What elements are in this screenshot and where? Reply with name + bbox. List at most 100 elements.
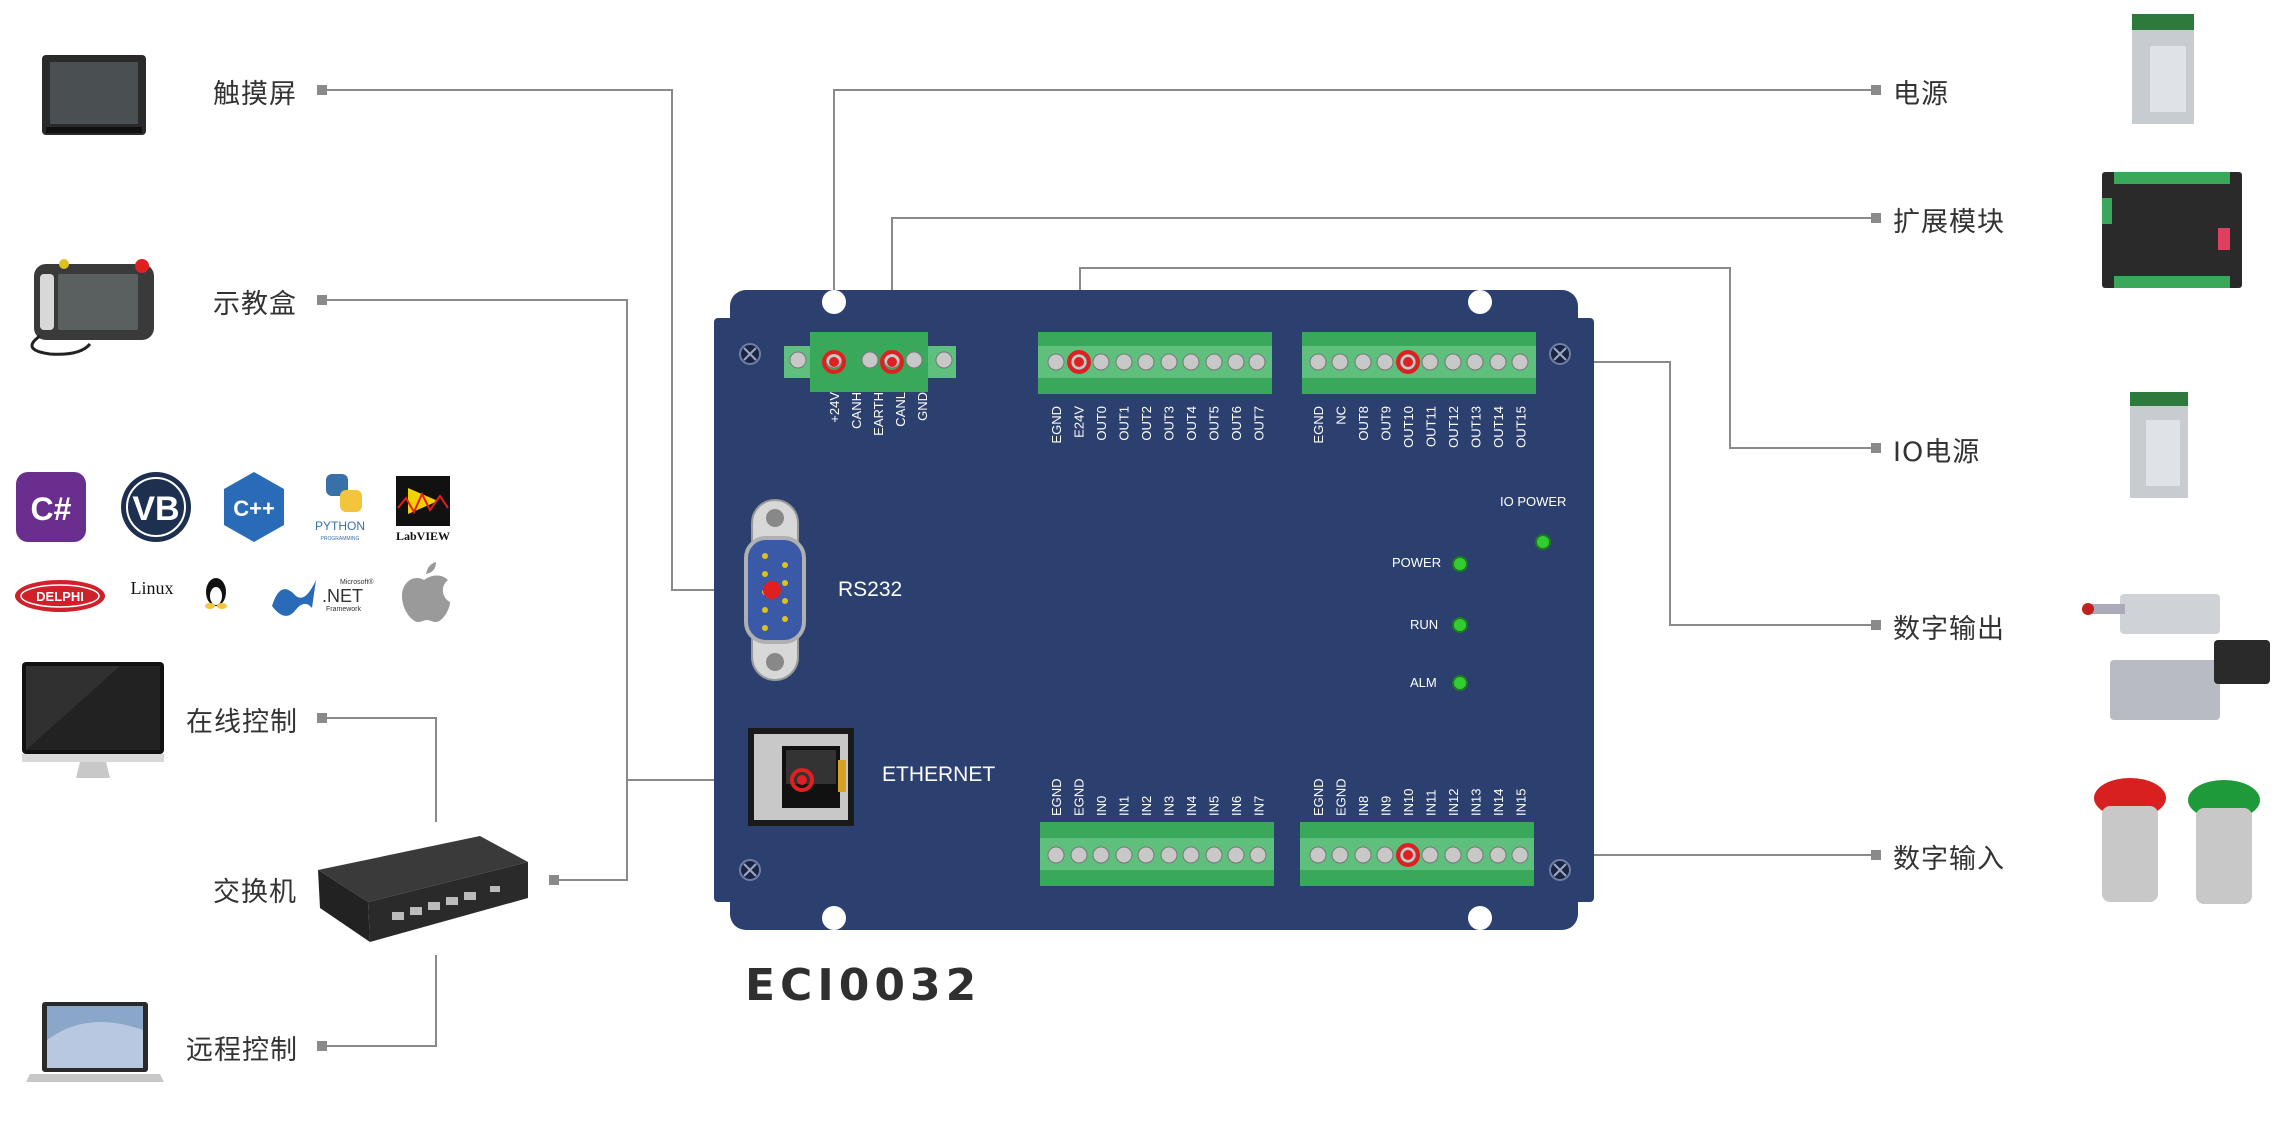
switch-label: 交换机 <box>213 877 297 908</box>
pin-label: GND <box>915 392 930 421</box>
run-label: RUN <box>1410 617 1438 632</box>
io-power-label: IO POWER <box>1500 494 1566 509</box>
wire-dot-digital-input <box>1871 850 1881 860</box>
pin-label: IN4 <box>1184 796 1199 816</box>
touchscreen-label: 触摸屏 <box>213 79 297 110</box>
apple-logo-icon <box>402 562 450 622</box>
pin-label: OUT5 <box>1207 406 1222 441</box>
svg-text:LabVIEW: LabVIEW <box>396 529 450 543</box>
wire-teach-pendant <box>322 299 628 881</box>
pin-label: IN7 <box>1252 796 1267 816</box>
pin-label: OUT15 <box>1514 406 1529 448</box>
svg-text:Framework: Framework <box>326 606 362 613</box>
pin-label: OUT11 <box>1424 406 1439 447</box>
pin-label: OUT13 <box>1469 406 1484 448</box>
pin-label: IN10 <box>1401 789 1416 816</box>
cpp-logo-icon: C++ <box>224 472 284 542</box>
pin-label: IN11 <box>1424 790 1439 817</box>
pin-label: EGND <box>1049 778 1064 816</box>
expansion-label: 扩展模块 <box>1893 207 2005 238</box>
pin-label: CANL <box>893 392 908 427</box>
alm-label: ALM <box>1410 675 1437 690</box>
svg-text:PYTHON: PYTHON <box>315 519 365 533</box>
pin-label: +24V <box>827 392 842 423</box>
io-power-label-right: IO电源 <box>1893 437 1981 468</box>
pin-label: IN8 <box>1356 796 1371 816</box>
wire-remote <box>322 955 437 1047</box>
pin-label: IN12 <box>1446 789 1461 816</box>
pin-label: IN1 <box>1117 796 1132 816</box>
linux-logo-icon: Linux <box>131 578 227 609</box>
wire-dot-remote <box>317 1041 327 1051</box>
svg-text:VB: VB <box>132 490 179 528</box>
ethernet-label: ETHERNET <box>882 763 995 786</box>
pin-label: OUT2 <box>1139 406 1154 441</box>
dotnet-logo-icon: Microsoft® .NET Framework <box>272 578 374 616</box>
labview-logo-icon: LabVIEW <box>396 476 450 543</box>
wire-dot-io-power <box>1871 443 1881 453</box>
power-label-right: 电源 <box>1893 79 1949 110</box>
wire-dot-touchscreen <box>317 85 327 95</box>
pin-label: OUT6 <box>1229 406 1244 441</box>
push-buttons-image <box>2094 778 2260 904</box>
io-power-supply-image <box>2130 392 2188 498</box>
pin-label: EARTH <box>871 392 886 436</box>
pin-label: EGND <box>1311 406 1326 444</box>
run-led-icon <box>1452 617 1468 633</box>
laptop-image <box>26 1002 164 1082</box>
rj45-port-icon <box>748 728 854 826</box>
pin-label: OUT14 <box>1491 406 1506 448</box>
pin-label: OUT10 <box>1401 406 1416 448</box>
network-switch-image <box>318 836 528 942</box>
pin-label: EGND <box>1334 778 1349 816</box>
pin-label: NC <box>1334 406 1349 425</box>
wire-dot-teach-pendant <box>317 295 327 305</box>
wire-dot-digital-output <box>1871 620 1881 630</box>
pin-label: IN14 <box>1491 789 1506 816</box>
actuator-image <box>2082 594 2270 720</box>
pin-label: OUT1 <box>1117 406 1132 441</box>
pin-label: IN3 <box>1162 796 1177 816</box>
wire-dot-power <box>1871 85 1881 95</box>
svg-text:Linux: Linux <box>131 578 174 598</box>
wire-dot-expansion <box>1871 213 1881 223</box>
vb-logo-icon: VB <box>121 472 191 542</box>
model-name: ECI0032 <box>745 960 982 1011</box>
svg-text:C#: C# <box>31 491 72 527</box>
controller-board: RS232 ETHERNET IO POWER POWER RUN ALM +2… <box>714 290 1594 930</box>
pin-label: CANH <box>849 392 864 429</box>
svg-text:PROGRAMMING: PROGRAMMING <box>321 536 360 542</box>
digital-output-label: 数字输出 <box>1893 614 2005 645</box>
pin-label: EGND <box>1072 778 1087 816</box>
power-supply-image <box>2132 14 2194 124</box>
teach-pendant-label: 示教盒 <box>213 289 297 320</box>
digital-input-label: 数字输入 <box>1893 844 2005 875</box>
pin-label: OUT12 <box>1446 406 1461 448</box>
led-indicators <box>1452 534 1551 691</box>
python-logo-icon: PYTHON PROGRAMMING <box>315 474 365 542</box>
online-control-label: 在线控制 <box>186 707 298 738</box>
svg-text:.NET: .NET <box>322 586 363 606</box>
pin-label: OUT9 <box>1379 406 1394 441</box>
pin-label: OUT4 <box>1184 406 1199 441</box>
wire-dot-switch <box>549 875 559 885</box>
pin-label: IN0 <box>1094 796 1109 816</box>
touchscreen-image <box>42 55 146 135</box>
rs232-label: RS232 <box>838 578 902 601</box>
board-labels: RS232 ETHERNET IO POWER POWER RUN ALM <box>838 494 1566 786</box>
svg-text:C++: C++ <box>233 496 275 521</box>
pin-label: OUT7 <box>1252 406 1267 441</box>
language-logos: C# VB C++ PYTHON PROGRAMMING LabVIEW DEL… <box>15 472 450 622</box>
pin-label: IN2 <box>1139 796 1154 816</box>
expansion-module-image <box>2102 172 2242 288</box>
csharp-logo-icon: C# <box>16 472 86 542</box>
pin-label: IN15 <box>1514 789 1529 816</box>
teach-pendant-image <box>30 259 154 356</box>
monitor-image <box>22 662 164 778</box>
svg-text:DELPHI: DELPHI <box>36 589 84 604</box>
delphi-logo-icon: DELPHI <box>15 580 105 612</box>
io-power-led-icon <box>1535 534 1551 550</box>
pin-label: IN6 <box>1229 796 1244 816</box>
pin-label: OUT3 <box>1162 406 1177 441</box>
